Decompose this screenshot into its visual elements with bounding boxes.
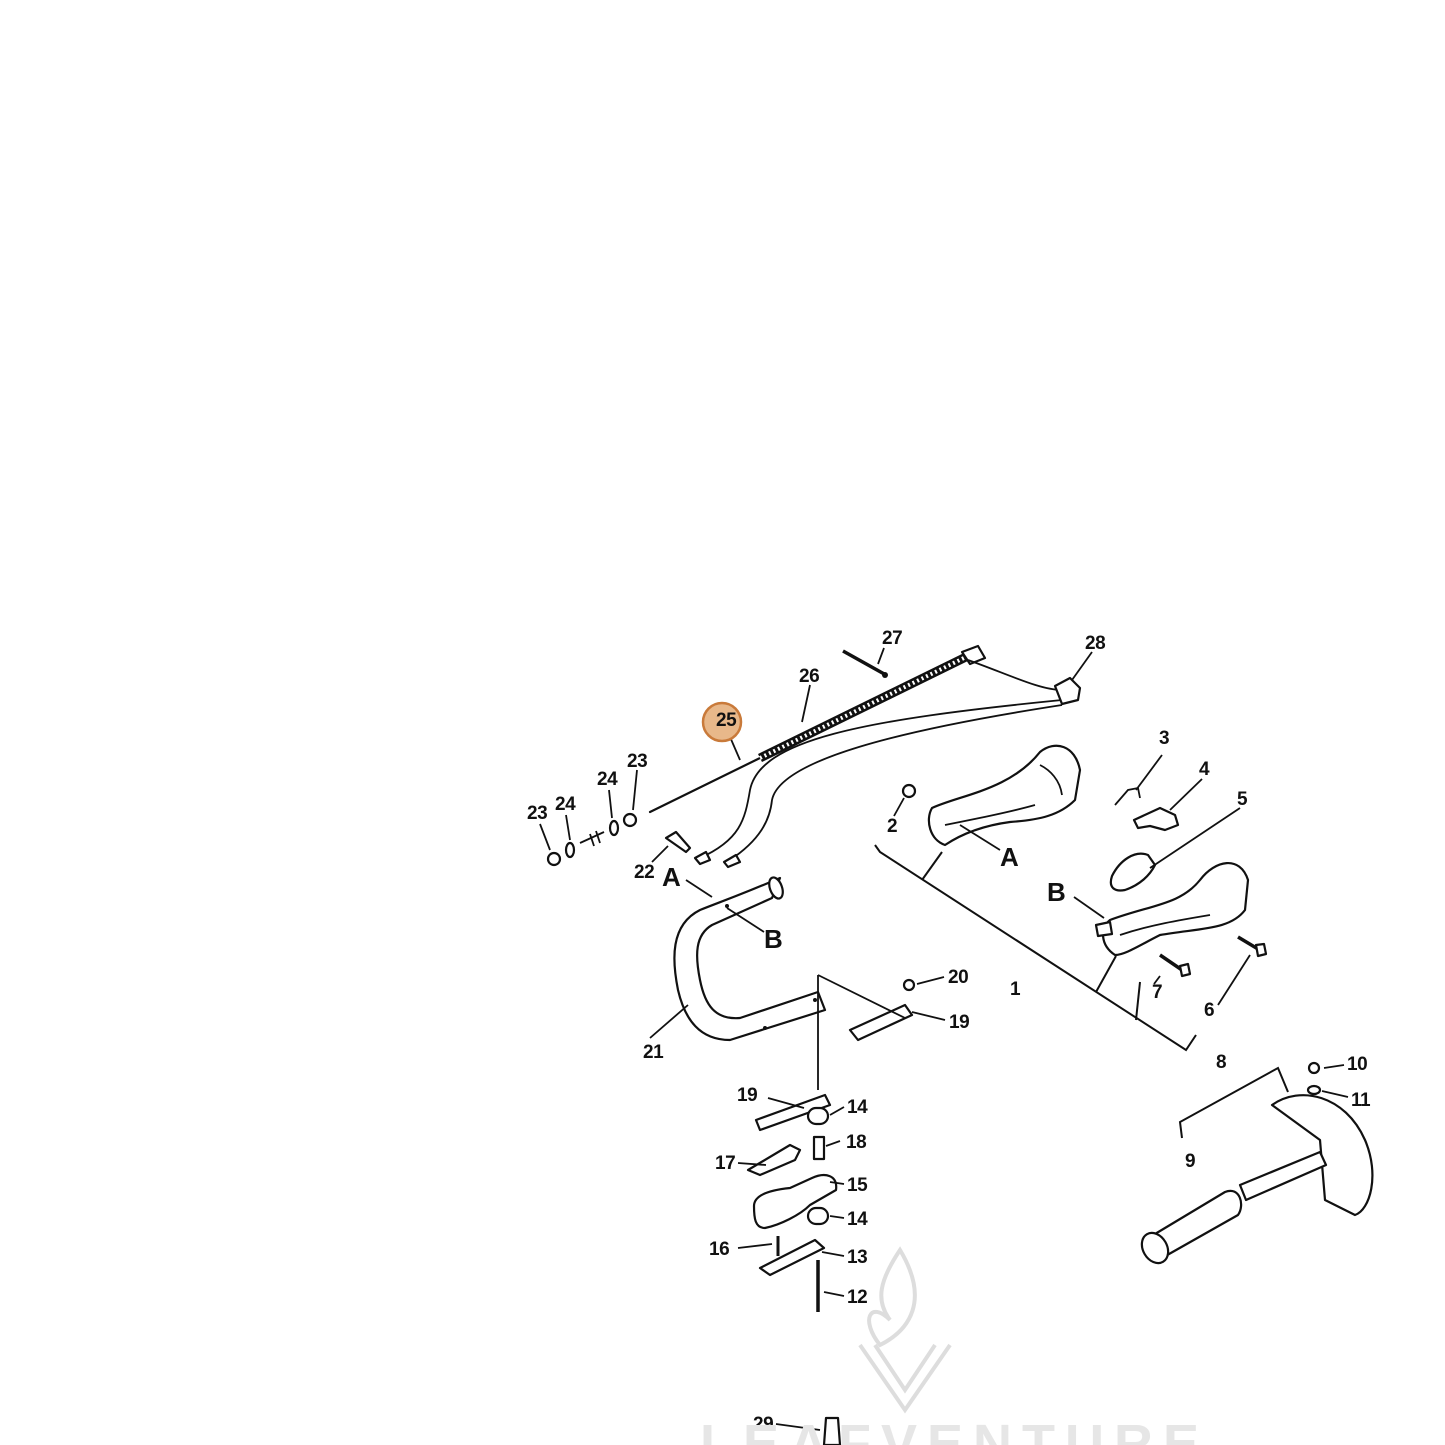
callout-17: 17 xyxy=(715,1153,735,1174)
group-bracket xyxy=(874,844,1197,1052)
mount-arm xyxy=(752,1174,838,1230)
wire-lower xyxy=(699,699,1063,859)
grip-tube xyxy=(1238,1150,1328,1202)
callout-labels: 1 2 3 4 5 6 7 8 9 10 11 12 13 14 14 15 1… xyxy=(527,628,1372,1435)
handle-lower-half xyxy=(1102,862,1250,957)
callout-28: 28 xyxy=(1085,633,1105,654)
callout-19: 19 xyxy=(737,1085,757,1106)
rubber-buffer xyxy=(806,1206,830,1226)
clamp-plate xyxy=(746,1143,802,1177)
clamp-bracket xyxy=(848,1003,914,1042)
reference-letter-b: B xyxy=(1047,877,1066,907)
callout-4: 4 xyxy=(1199,759,1210,780)
callout-14: 14 xyxy=(847,1209,868,1230)
callout-23: 23 xyxy=(527,803,547,824)
callout-9: 9 xyxy=(1185,1151,1195,1172)
control-handle xyxy=(874,744,1268,1052)
callout-24: 24 xyxy=(597,769,618,790)
callout-23: 23 xyxy=(627,751,647,772)
grip-assembly xyxy=(1140,1061,1374,1265)
leader-lines xyxy=(539,647,1349,1431)
handle-upper-half xyxy=(927,744,1082,847)
spring xyxy=(1114,786,1141,806)
nut xyxy=(901,783,917,799)
flame-logo-icon xyxy=(858,1246,952,1414)
callout-1: 1 xyxy=(1010,979,1021,1000)
screw xyxy=(1159,953,1183,972)
washer xyxy=(608,819,620,837)
loop-handle-tube xyxy=(673,876,827,1042)
callout-18: 18 xyxy=(846,1132,866,1153)
callout-24: 24 xyxy=(555,794,576,815)
mount-plate xyxy=(758,1238,826,1277)
callout-14: 14 xyxy=(847,1097,868,1118)
throttle-trigger xyxy=(1109,852,1157,892)
nut xyxy=(902,978,916,992)
washer xyxy=(564,841,576,859)
bolt-head xyxy=(822,1416,842,1445)
callout-20: 20 xyxy=(948,967,968,988)
callout-12: 12 xyxy=(847,1287,867,1308)
callout-15: 15 xyxy=(847,1175,868,1196)
callout-7: 7 xyxy=(1152,982,1162,1003)
cable-connector xyxy=(1053,676,1082,706)
rubber-buffer xyxy=(806,1106,830,1126)
highlight-marker[interactable] xyxy=(701,701,743,743)
callout-25[interactable]: 25 xyxy=(716,710,738,731)
nut xyxy=(622,812,638,828)
callout-26: 26 xyxy=(799,666,819,687)
callout-29: 29 xyxy=(753,1414,773,1435)
callout-22: 22 xyxy=(634,862,654,883)
screw xyxy=(664,830,692,854)
callout-8: 8 xyxy=(1216,1052,1226,1073)
callout-6: 6 xyxy=(1204,1000,1214,1021)
reference-letters: A B A B xyxy=(662,842,1066,954)
callout-13: 13 xyxy=(847,1247,867,1268)
wire-lower2 xyxy=(729,704,1063,861)
reference-letter-b: B xyxy=(764,924,783,954)
reference-letter-a: A xyxy=(1000,842,1019,872)
handle-mount-stack xyxy=(746,1093,842,1445)
washer xyxy=(1306,1084,1322,1096)
clamp-bracket xyxy=(754,1093,832,1132)
reference-letter-a: A xyxy=(662,862,681,892)
fastener-hardware xyxy=(546,812,692,867)
screw xyxy=(1237,935,1259,951)
nut xyxy=(1307,1061,1321,1075)
callout-21: 21 xyxy=(643,1042,664,1063)
group-bracket xyxy=(1178,1066,1289,1139)
pin xyxy=(842,649,887,677)
cable-inner xyxy=(648,756,762,814)
callout-16: 16 xyxy=(709,1239,729,1260)
callout-19: 19 xyxy=(949,1012,969,1033)
nut xyxy=(546,851,562,867)
throttle-cable-assembly xyxy=(648,644,1082,869)
trigger-lever xyxy=(1132,806,1180,832)
watermark xyxy=(858,1246,952,1414)
cable-conduit xyxy=(758,644,987,763)
callout-27: 27 xyxy=(882,628,902,649)
watermark-text: LEAFVENTURE xyxy=(700,1414,1209,1445)
loop-handle xyxy=(673,876,916,1090)
callout-10: 10 xyxy=(1347,1054,1367,1075)
callout-5: 5 xyxy=(1237,789,1248,810)
callout-3: 3 xyxy=(1159,728,1169,749)
wire-upper xyxy=(967,659,1063,691)
callout-11: 11 xyxy=(1351,1090,1371,1111)
sleeve xyxy=(812,1135,826,1161)
callout-2: 2 xyxy=(887,816,897,837)
